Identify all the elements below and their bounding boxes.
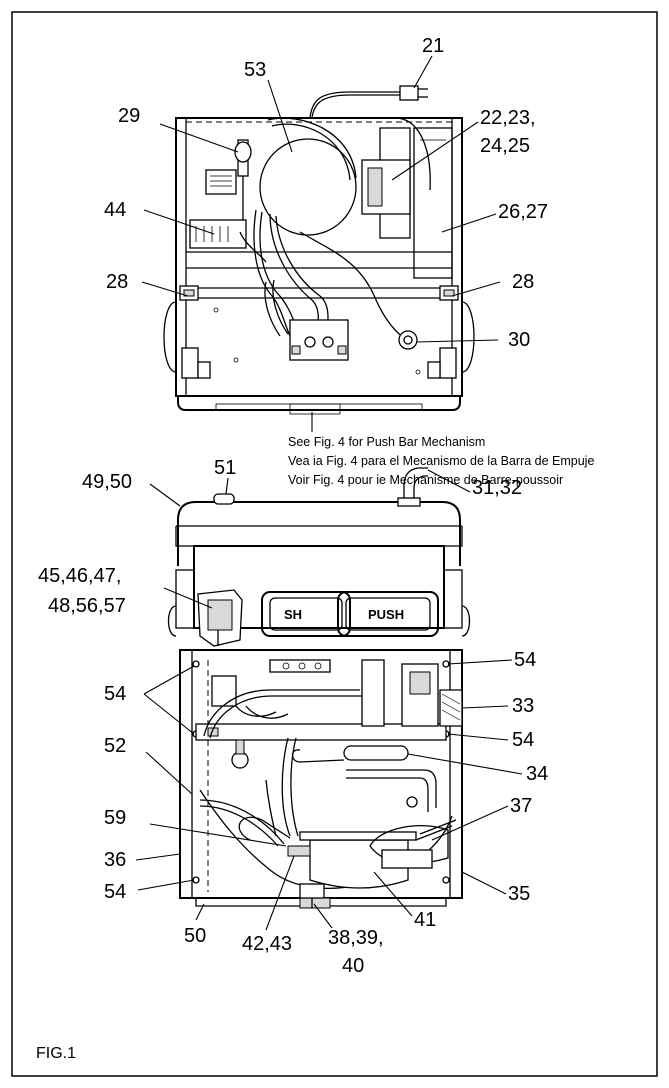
callout-28-left: 28: [106, 271, 128, 293]
callout-33: 33: [512, 695, 534, 717]
callout-30: 30: [508, 329, 530, 351]
callout-29: 29: [118, 105, 140, 127]
callout-50: 50: [184, 925, 206, 947]
callout-59: 59: [104, 807, 126, 829]
callout-36: 36: [104, 849, 126, 871]
figure-label: FIG.1: [36, 1045, 76, 1062]
front-view-leaders: [135, 469, 523, 931]
callout-38-39: 38,39,: [328, 927, 384, 949]
callout-51: 51: [214, 457, 236, 479]
note-line-french: Voir Fig. 4 pour ie Mechanisme de Barre-…: [288, 473, 563, 487]
callout-54-lower-left: 54: [104, 881, 126, 903]
callout-34: 34: [526, 763, 548, 785]
top-view-leaders: [141, 55, 501, 343]
callout-28-right: 28: [512, 271, 534, 293]
top-view-callouts: 21 53 29 22,23, 24,25 44 26,27 28 28 30: [104, 35, 548, 351]
callout-48-57: 48,56,57: [48, 595, 126, 617]
callout-21: 21: [422, 35, 444, 57]
front-view-callouts: 49,50 51 31,32 45,46,47, 48,56,57 54 54 …: [38, 457, 548, 977]
callout-54-upper-right: 54: [514, 649, 536, 671]
callout-22-23: 22,23,: [480, 107, 536, 129]
callout-45-47: 45,46,47,: [38, 565, 121, 587]
callout-35: 35: [508, 883, 530, 905]
note-line-spanish: Vea ia Fig. 4 para el Mecanismo de la Ba…: [288, 454, 594, 468]
figure-border: [11, 11, 658, 1077]
callout-53: 53: [244, 59, 266, 81]
callout-37: 37: [510, 795, 532, 817]
note-line-english: See Fig. 4 for Push Bar Mechanism: [288, 435, 485, 449]
callout-26-27: 26,27: [498, 201, 548, 223]
callout-54-right-mid: 54: [512, 729, 534, 751]
push-button-label-right: PUSH: [368, 607, 404, 622]
callout-44: 44: [104, 199, 126, 221]
push-bar-note: See Fig. 4 for Push Bar Mechanism Vea ia…: [288, 412, 594, 487]
callout-52: 52: [104, 735, 126, 757]
front-view-drawing: PUSH SH: [167, 467, 471, 909]
push-button-label-left-partial: SH: [284, 607, 302, 622]
callout-54-left-pair: 54: [104, 683, 126, 705]
callout-41: 41: [414, 909, 436, 931]
callout-31-32: 31,32: [472, 477, 522, 499]
top-view-drawing: [163, 85, 475, 415]
callout-49-50: 49,50: [82, 471, 132, 493]
callout-24-25: 24,25: [480, 135, 530, 157]
callout-40: 40: [342, 955, 364, 977]
callout-42-43: 42,43: [242, 933, 292, 955]
